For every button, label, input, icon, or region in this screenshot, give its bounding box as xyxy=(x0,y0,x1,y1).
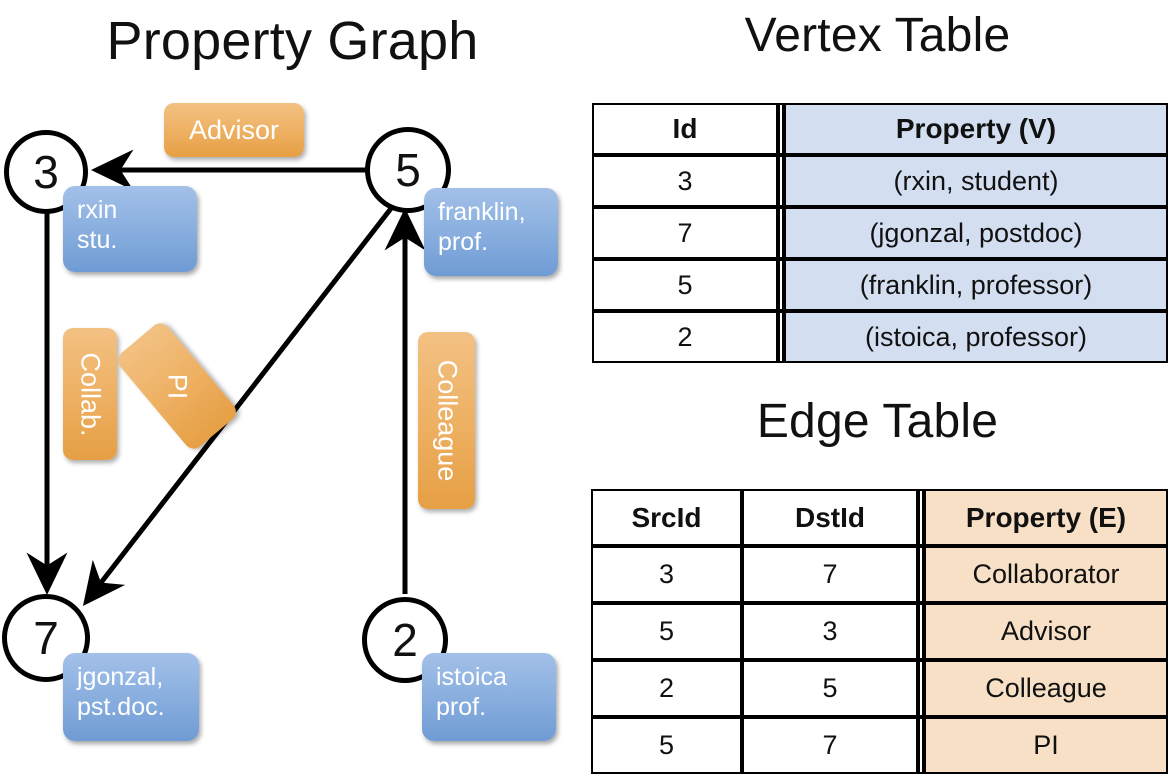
vertex-header-id: Id xyxy=(592,103,778,155)
edge-cell-dstid: 7 xyxy=(742,546,918,603)
vertex-header-property: Property (V) xyxy=(784,103,1168,155)
edge-label-collab[interactable]: Collab. xyxy=(63,328,117,460)
column-separator xyxy=(918,546,924,603)
vertex-cell-id: 2 xyxy=(592,311,778,363)
edge-cell-property: PI xyxy=(924,717,1168,774)
table-row[interactable]: 2(istoica, professor) xyxy=(592,311,1168,363)
edge-cell-srcid: 5 xyxy=(591,717,742,774)
graph-node-2[interactable]: 2 xyxy=(362,597,448,683)
edge-label-advisor[interactable]: Advisor xyxy=(164,103,304,157)
edge-cell-property: Collaborator xyxy=(924,546,1168,603)
vertex-cell-property: (franklin, professor) xyxy=(784,259,1168,311)
node-property-line1: franklin, xyxy=(438,198,526,226)
edge-cell-property: Colleague xyxy=(924,660,1168,717)
edge-cell-srcid: 3 xyxy=(591,546,742,603)
node-property-box-istoica[interactable]: istoica prof. xyxy=(422,653,556,741)
node-property-line1: rxin xyxy=(77,196,118,224)
edge-cell-dstid: 5 xyxy=(742,660,918,717)
edge-label-text: Colleague xyxy=(432,359,462,482)
table-row[interactable]: 7(jgonzal, postdoc) xyxy=(592,207,1168,259)
page-title-edge-table: Edge Table xyxy=(756,395,999,448)
column-separator xyxy=(778,207,784,259)
column-separator xyxy=(778,103,784,155)
column-separator xyxy=(778,259,784,311)
node-property-line2: stu. xyxy=(77,225,118,254)
vertex-cell-property: (istoica, professor) xyxy=(784,311,1168,363)
graph-node-5[interactable]: 5 xyxy=(365,127,451,213)
vertex-cell-id: 3 xyxy=(592,155,778,207)
node-property-line2: prof. xyxy=(436,692,487,721)
column-separator xyxy=(918,660,924,717)
vertex-cell-property: (jgonzal, postdoc) xyxy=(784,207,1168,259)
edge-label-colleague[interactable]: Colleague xyxy=(418,332,475,509)
edge-cell-dstid: 3 xyxy=(742,603,918,660)
edge-cell-srcid: 5 xyxy=(591,603,742,660)
vertex-cell-property: (rxin, student) xyxy=(784,155,1168,207)
edge-cell-dstid: 7 xyxy=(742,717,918,774)
edge-cell-property: Advisor xyxy=(924,603,1168,660)
column-separator xyxy=(918,489,924,546)
column-separator xyxy=(778,155,784,207)
column-separator xyxy=(778,311,784,363)
edge-label-text: Advisor xyxy=(188,114,280,145)
node-property-line1: jgonzal, xyxy=(77,663,164,691)
edge-label-text: Collab. xyxy=(75,351,106,437)
node-property-box-jgonzal[interactable]: jgonzal, pst.doc. xyxy=(63,653,199,741)
edge-arrow-5-to-7 xyxy=(82,200,398,606)
edge-header-srcid: SrcId xyxy=(591,489,742,546)
edge-header-property: Property (E) xyxy=(924,489,1168,546)
table-row[interactable]: 5(franklin, professor) xyxy=(592,259,1168,311)
edge-header-dstid: DstId xyxy=(742,489,918,546)
node-property-box-franklin[interactable]: franklin, prof. xyxy=(424,188,558,276)
vertex-cell-id: 7 xyxy=(592,207,778,259)
page-title-property-graph: Property Graph xyxy=(106,11,479,71)
vertex-cell-id: 5 xyxy=(592,259,778,311)
node-property-line2: prof. xyxy=(438,227,489,256)
node-property-line2: pst.doc. xyxy=(77,692,165,721)
table-row[interactable]: 3(rxin, student) xyxy=(592,155,1168,207)
edge-cell-srcid: 2 xyxy=(591,660,742,717)
graph-edges-canvas xyxy=(26,149,426,606)
page-title-vertex-table: Vertex Table xyxy=(744,9,1011,62)
edge-label-text: PI xyxy=(162,373,193,399)
node-property-line1: istoica xyxy=(436,663,507,691)
node-property-box-rxin[interactable]: rxin stu. xyxy=(63,186,197,272)
column-separator xyxy=(918,603,924,660)
